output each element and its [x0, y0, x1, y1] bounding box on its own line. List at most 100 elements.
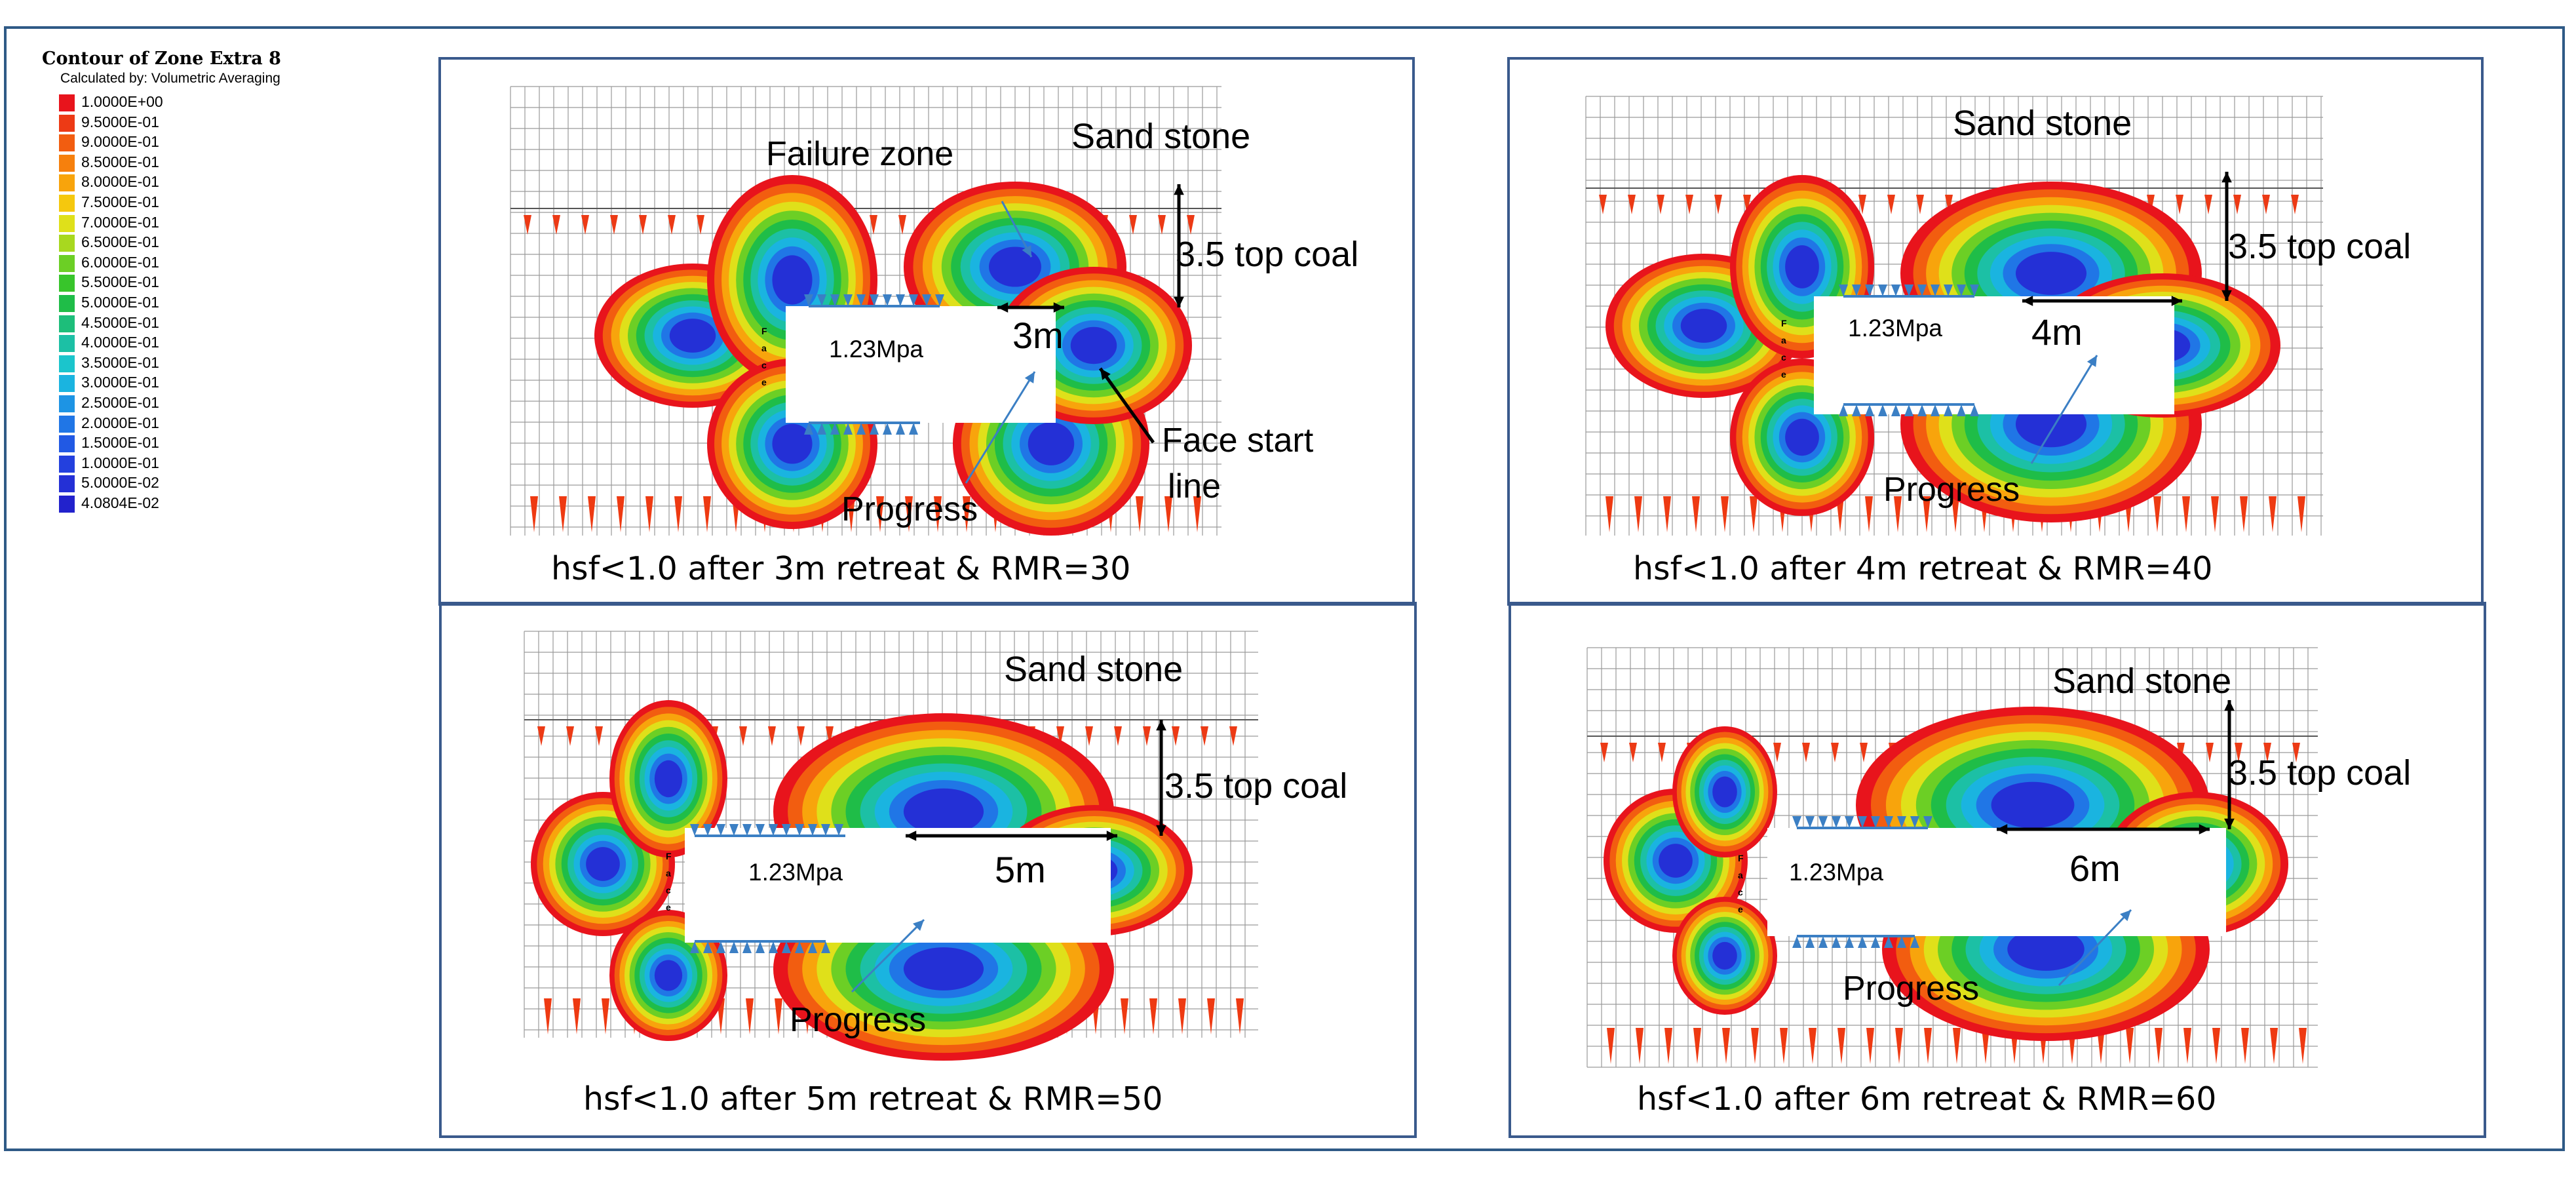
failure-streak [645, 496, 653, 532]
pressure-arrow [756, 941, 765, 953]
failure-streak [1951, 496, 1959, 532]
pressure-arrow [1957, 404, 1966, 416]
top-coal-label: 3.5 top coal [1176, 235, 1359, 274]
legend-label: 6.0000E-01 [81, 253, 159, 271]
failure-streak [581, 215, 589, 235]
legend-swatch [59, 214, 75, 232]
failure-streak [1953, 1028, 1961, 1064]
failure-streak [1924, 1028, 1932, 1064]
failure-streak [768, 726, 776, 746]
panel-5m-retreat: Sand stone 3.5 top coal 1.23Mpa 5m Progr… [439, 602, 1417, 1138]
failure-streak [524, 215, 531, 235]
contour-band [1070, 326, 1117, 364]
failure-streak [1636, 1028, 1644, 1064]
legend-swatch [59, 275, 75, 292]
legend-label: 7.0000E-01 [81, 213, 159, 231]
failure-streak [617, 496, 625, 532]
failure-streak [1236, 998, 1244, 1034]
failure-streak [697, 215, 704, 235]
panel-drawing [438, 57, 1415, 606]
failure-streak [2155, 1028, 2163, 1064]
top-coal-label: 3.5 top coal [2228, 753, 2412, 793]
pressure-arrow [1917, 285, 1927, 296]
arrow-head [1053, 302, 1064, 313]
failure-streak [588, 496, 596, 532]
failure-streak [1685, 195, 1693, 214]
failure-streak [2176, 195, 2183, 214]
failure-streak [934, 496, 942, 532]
retreat-distance-label: 6m [2069, 848, 2121, 889]
pressure-arrow [830, 294, 839, 306]
pressure-arrow [729, 824, 739, 836]
pressure-arrow [1891, 404, 1900, 416]
pressure-arrow [1845, 816, 1854, 828]
excavation-opening [786, 306, 1056, 423]
failure-streak [1780, 1028, 1788, 1064]
pressure-arrow [703, 824, 712, 836]
legend-swatch [59, 395, 75, 412]
legend-label: 6.5000E-01 [81, 233, 159, 251]
progress-label: Progress [1843, 970, 1980, 1008]
panel-caption: hsf<1.0 after 3m retreat & RMR=30 [551, 550, 1131, 587]
contour-lobe [609, 700, 727, 857]
support-pressure-arrows [1792, 816, 1932, 829]
panel-drawing [1507, 57, 2484, 606]
failure-streak [1178, 998, 1186, 1034]
legend-swatch [59, 195, 75, 212]
face-letter: F [666, 851, 672, 861]
legend-label: 7.5000E-01 [81, 193, 159, 210]
pressure-arrow [1904, 404, 1913, 416]
contour-band [2007, 928, 2085, 971]
failure-streak [2204, 195, 2212, 214]
progress-label: Progress [841, 490, 978, 528]
pressure-arrow [830, 423, 839, 435]
failure-streak [1600, 743, 1608, 762]
face-letter: c [1781, 352, 1786, 363]
failure-streak [559, 496, 567, 532]
contour-band [1991, 781, 2075, 829]
excavation-opening [1814, 296, 2174, 414]
failure-streak [2299, 1028, 2307, 1064]
face-letter: a [1738, 870, 1743, 880]
legend-swatch [59, 94, 75, 111]
arrow-head [2224, 818, 2235, 829]
failure-streak [552, 215, 560, 235]
pressure-arrow [804, 423, 813, 435]
legend-swatch [59, 475, 75, 493]
pressure-arrow [1865, 404, 1874, 416]
contour-band [989, 246, 1041, 287]
pressure-label: 1.23Mpa [1848, 315, 1942, 342]
failure-streak [1809, 1028, 1817, 1064]
failure-streak [1865, 496, 1873, 532]
panel-drawing [439, 602, 1417, 1138]
contour-lobe [1672, 726, 1777, 857]
arrow-head [1106, 831, 1117, 841]
pointer-arrow [2058, 909, 2132, 987]
support-pressure-arrows [690, 940, 830, 953]
pressure-arrow [1891, 285, 1900, 296]
pressure-arrow [843, 423, 853, 435]
contour-band [1712, 941, 1737, 970]
arrow-head [1156, 720, 1166, 731]
failure-streak [1858, 195, 1866, 214]
failure-streak [1751, 1028, 1759, 1064]
pressure-arrow [1944, 285, 1953, 296]
pressure-arrow [909, 423, 918, 435]
support-pressure-arrows [1792, 935, 1919, 948]
pressure-arrow [808, 941, 817, 953]
failure-streak [2262, 195, 2270, 214]
top-coal-label: 3.5 top coal [2228, 227, 2412, 266]
face-letter: a [761, 343, 767, 353]
pressure-arrow [782, 824, 791, 836]
failure-streak [1722, 1028, 1730, 1064]
legend-label: 1.5000E-01 [81, 434, 159, 452]
failure-streak [1056, 726, 1064, 746]
pressure-arrow [1818, 816, 1828, 828]
legend-label: 4.5000E-01 [81, 313, 159, 331]
panel-caption: hsf<1.0 after 5m retreat & RMR=50 [583, 1080, 1163, 1118]
failure-streak [1895, 1028, 1903, 1064]
sand-stone-label: Sand stone [1071, 117, 1251, 156]
pressure-arrow [1917, 404, 1927, 416]
failure-streak [1802, 743, 1810, 762]
pressure-arrow [742, 941, 752, 953]
